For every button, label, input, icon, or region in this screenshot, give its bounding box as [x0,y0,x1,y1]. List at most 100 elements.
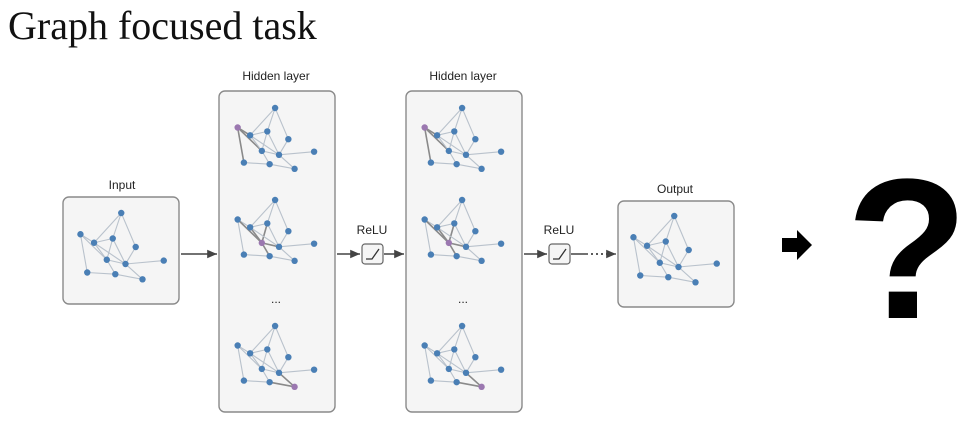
graph-node [240,159,248,166]
graph-edge [424,219,432,255]
graph-node [478,165,485,173]
graph-edge [243,380,270,383]
graph-node [266,160,273,168]
relu-2-label: ReLU [544,223,575,237]
graph-node [458,322,466,330]
graph-node [122,260,129,268]
graph-node [453,252,460,260]
graph-node [275,243,283,250]
graph-edge [436,325,463,354]
hidden-layer-2-box [405,90,523,413]
graph-node [671,212,678,220]
graph-edge [266,131,280,156]
graph-edge [261,131,268,152]
graph-node [310,240,318,247]
graph-edge [453,199,463,224]
graph-node [246,132,254,139]
graph-node [462,151,470,158]
graph-edge [448,131,455,152]
graph-edge [278,151,315,156]
graph-edge [436,107,463,136]
graph-edge [261,349,268,370]
graph-edge [465,154,482,170]
output-graph [630,212,720,286]
graph-node [497,366,505,373]
relu-1-icon [361,243,384,265]
graph-edge [87,271,116,275]
graph-edge [424,218,450,244]
graph-node [139,276,146,283]
graph-node [285,136,292,143]
hidden-layer-1-label: Hidden layer [242,69,309,83]
graph-node [445,147,453,155]
graph-node [291,257,298,265]
graph-node [264,128,271,135]
graph-edge [249,134,263,152]
graph-node [310,148,318,155]
graph-node [451,346,458,353]
graph-edge [673,215,690,251]
graph-edge [125,260,164,265]
graph-edge [465,246,482,262]
graph-node [275,151,283,158]
graph-node [118,209,125,217]
graph-node [291,165,298,173]
input-label: Input [109,178,136,192]
graph-node [433,224,441,231]
graph-node [90,239,98,246]
graph-node [240,251,248,258]
graph-edge [115,273,143,280]
graph-node [458,104,466,112]
graph-edge [646,245,679,268]
graph-edge [436,134,450,152]
graph-node [472,136,479,143]
graph-edge [453,349,467,374]
graph-edge [80,233,108,261]
graph-edge [266,349,280,374]
graph-node [433,350,441,357]
graph-node [675,263,682,271]
graph-edge [237,218,263,244]
graph-node [285,354,292,361]
graph-edge [93,242,126,265]
graph-node [685,246,692,254]
graph-node [462,243,470,250]
graph-edge [436,134,467,156]
graph-edge [236,127,245,163]
graph-edge [249,134,280,156]
graph-edge [465,243,502,248]
graph-edge [465,151,502,156]
graph-node [427,377,435,384]
graph-edge [453,107,463,132]
graph-node [692,279,699,286]
graph-edge [112,238,126,265]
hidden-layer-1-box [218,90,336,413]
graph-node [421,216,428,223]
graph-node [497,148,505,155]
graph-edge [436,352,450,370]
graph-node [478,257,485,265]
graph-edge [632,237,641,276]
graph-edge [436,226,467,248]
graph-edge [436,199,463,228]
input-box [62,196,180,305]
graph-edge [243,162,270,165]
graph-node-highlighted [478,383,485,391]
graph-node [246,224,254,231]
graph-edge [665,241,679,268]
graph-edge [266,223,280,248]
graph-node [271,322,279,330]
graph-edge [93,242,108,261]
relu-2-icon [548,243,571,265]
graph-node [264,220,271,227]
graph-edge [278,372,296,388]
graph-edge [430,380,457,383]
graph-node [427,251,435,258]
graph-edge [424,345,432,381]
graph-edge [237,126,263,152]
graph-node [258,147,266,155]
graph-node [258,365,266,373]
graph-node [713,260,720,267]
graph-edge [249,325,276,354]
